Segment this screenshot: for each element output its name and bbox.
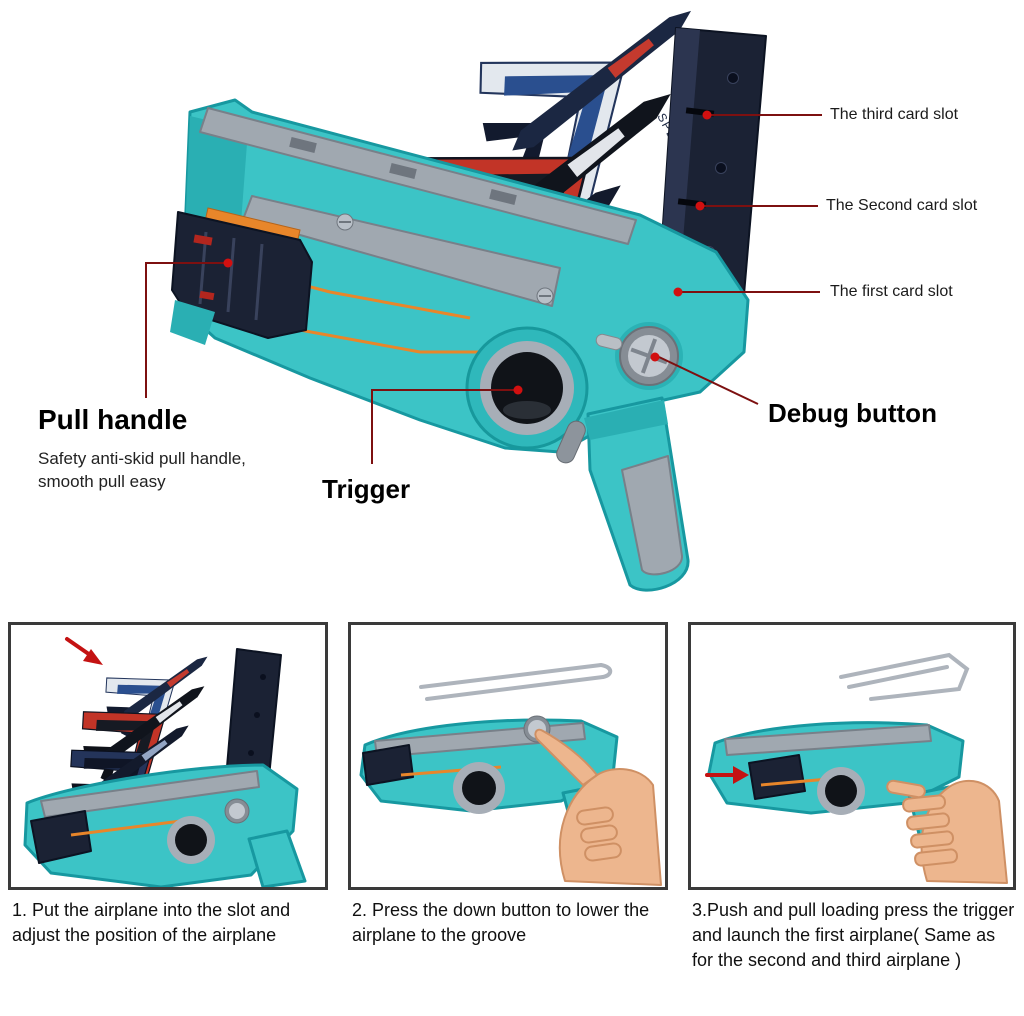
step-panel-3 bbox=[688, 622, 1016, 890]
pull-handle-part bbox=[170, 211, 313, 345]
label-pull-handle: Pull handle bbox=[38, 404, 188, 435]
debug-button-knob bbox=[595, 322, 683, 390]
label-third-card-slot: The third card slot bbox=[830, 106, 959, 123]
trigger-lever bbox=[556, 420, 586, 464]
screw-icon bbox=[536, 287, 554, 305]
screw-icon bbox=[336, 213, 354, 231]
main-product-photo: SPEED 02 bbox=[145, 0, 822, 592]
step1-caption: 1. Put the airplane into the slot and ad… bbox=[12, 900, 291, 946]
launcher-wire bbox=[419, 663, 613, 701]
step2-image bbox=[359, 663, 662, 886]
hand-pressing-button bbox=[534, 728, 662, 886]
step-panel-1 bbox=[8, 622, 328, 890]
red-arrow-icon bbox=[705, 766, 749, 784]
label-debug-button: Debug button bbox=[768, 398, 937, 428]
red-arrow-icon bbox=[65, 637, 103, 665]
step3-image bbox=[705, 652, 1008, 884]
step3-caption: 3.Push and pull loading press the trigge… bbox=[692, 900, 1015, 971]
step-panel-2 bbox=[348, 622, 668, 890]
mini-gun bbox=[23, 763, 307, 887]
grip bbox=[584, 396, 690, 592]
label-second-card-slot: The Second card slot bbox=[826, 197, 978, 214]
label-pull-handle-desc: Safety anti-skid pull handle, smooth pul… bbox=[38, 449, 246, 491]
label-first-card-slot: The first card slot bbox=[830, 283, 953, 300]
step1-image bbox=[23, 625, 307, 887]
gun-body bbox=[180, 98, 750, 454]
launcher-wire bbox=[839, 652, 970, 701]
hand-holding-grip bbox=[886, 779, 1008, 884]
annotation-lines bbox=[145, 110, 822, 464]
step2-caption: 2. Press the down button to lower the ai… bbox=[352, 900, 650, 946]
mini-card-rail bbox=[226, 648, 282, 778]
label-trigger: Trigger bbox=[322, 474, 411, 504]
trigger-guard-ring bbox=[465, 326, 589, 450]
